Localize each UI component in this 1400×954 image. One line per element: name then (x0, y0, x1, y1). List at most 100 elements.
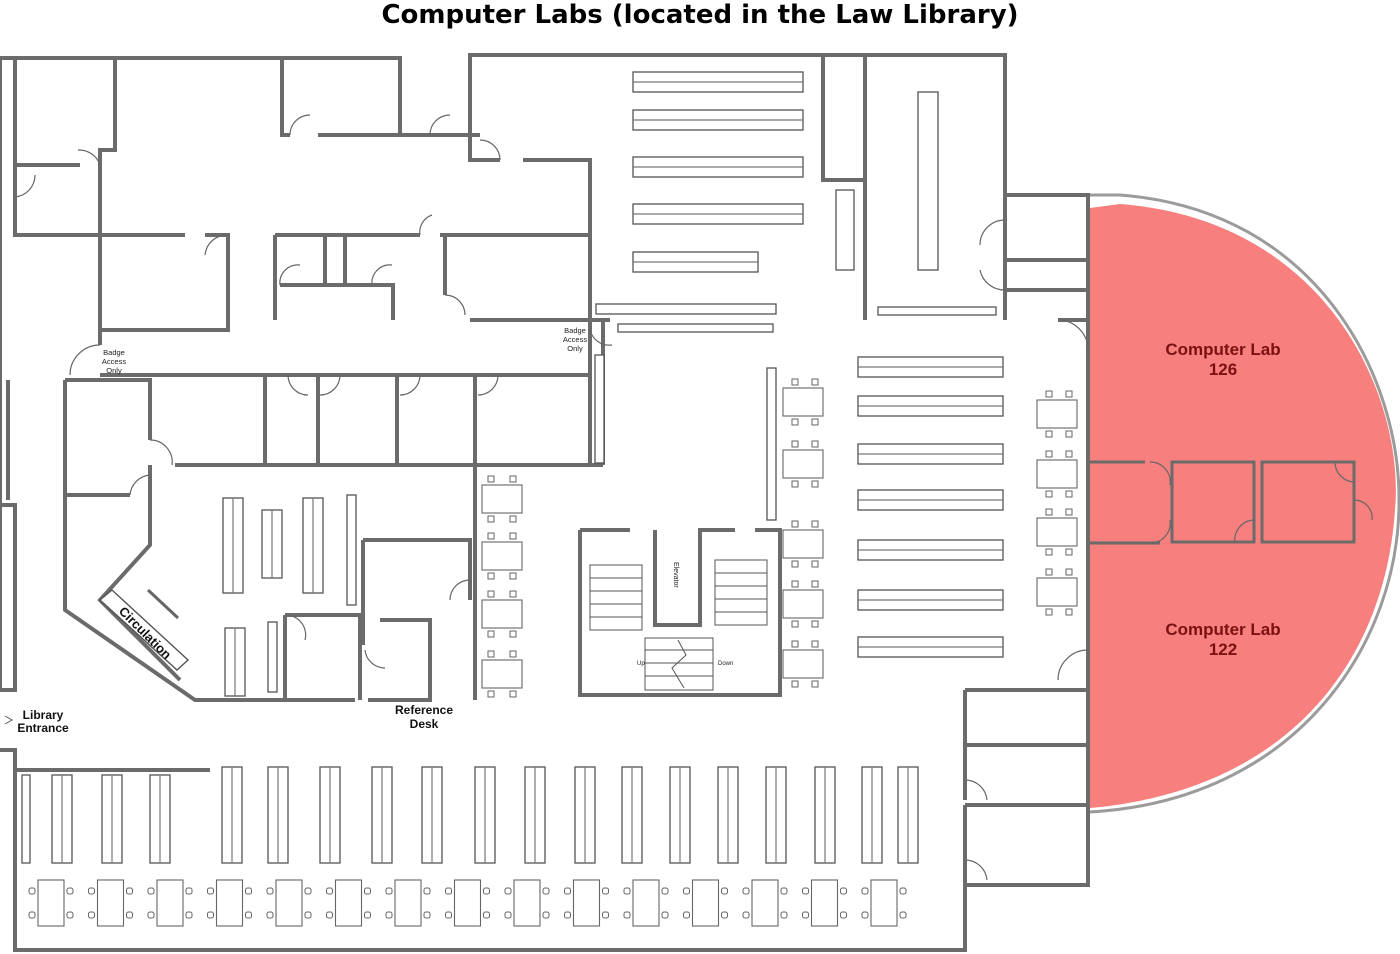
chair (483, 911, 490, 919)
study-table (156, 879, 184, 927)
chair (742, 911, 750, 919)
chair (245, 911, 252, 919)
chair (602, 911, 609, 919)
chair (364, 911, 371, 919)
badge-access-left-1: Badge (103, 348, 125, 357)
study-table (751, 879, 779, 927)
chair (66, 911, 74, 919)
chair (504, 911, 512, 919)
chair (207, 911, 214, 919)
chair (542, 887, 550, 895)
library-entrance-label: Library (23, 708, 64, 722)
stair-up-label: Up (637, 661, 645, 667)
east-walls (821, 55, 1090, 885)
chair (266, 887, 274, 895)
chair (423, 887, 431, 895)
study-table (37, 879, 65, 927)
office-walls (13, 55, 610, 467)
reference-desk-label-2: Desk (410, 717, 439, 731)
chair (802, 887, 809, 895)
study-table (691, 879, 720, 927)
study-table (334, 879, 363, 927)
chair (185, 887, 193, 895)
chair (28, 887, 36, 895)
chair (861, 911, 869, 919)
doors (14, 114, 1373, 881)
badge-access-left-2: Access (102, 357, 126, 366)
lab-122-label: Computer Lab (1165, 620, 1280, 639)
chair (207, 887, 214, 895)
study-table (513, 879, 541, 927)
study-table (215, 879, 244, 927)
chair (899, 887, 907, 895)
study-tables (28, 378, 1078, 927)
chair (88, 911, 95, 919)
chair (126, 911, 133, 919)
chair (542, 911, 550, 919)
chair (147, 911, 155, 919)
chair (28, 911, 36, 919)
chair (364, 887, 371, 895)
chair (304, 911, 312, 919)
chair (683, 911, 690, 919)
chair (266, 911, 274, 919)
study-table (96, 879, 125, 927)
chair (147, 887, 155, 895)
chair (721, 887, 728, 895)
chair (385, 911, 393, 919)
floor-plan: Circulation Computer Lab 126 Computer La… (0, 53, 1400, 952)
chair (326, 911, 333, 919)
lab-122-number: 122 (1209, 640, 1237, 659)
chair (564, 911, 571, 919)
chair (683, 887, 690, 895)
chair (564, 887, 571, 895)
chair (445, 887, 452, 895)
study-table (275, 879, 303, 927)
chair (445, 911, 452, 919)
chair (861, 887, 869, 895)
chair (623, 911, 631, 919)
chair (423, 911, 431, 919)
lab-126-label: Computer Lab (1165, 340, 1280, 359)
stair-down-label: Down (718, 661, 733, 667)
chair (661, 887, 669, 895)
chair (780, 887, 788, 895)
shelving (21, 71, 1004, 864)
study-table (394, 879, 422, 927)
chair (602, 887, 609, 895)
badge-access-center-1: Badge (564, 326, 586, 335)
chair (88, 887, 95, 895)
circulation-desk: Circulation (98, 589, 190, 671)
page-title: Computer Labs (located in the Law Librar… (381, 0, 1019, 30)
badge-access-center-2: Access (563, 335, 587, 344)
chair (483, 887, 490, 895)
chair (245, 887, 252, 895)
reference-desk-label: Reference (395, 703, 453, 717)
study-table (810, 879, 839, 927)
chair (661, 911, 669, 919)
computer-labs-highlight (1086, 193, 1400, 814)
elevator-label: Elevator (672, 562, 679, 588)
study-table (572, 879, 601, 927)
chair (780, 911, 788, 919)
lab-126-number: 126 (1209, 360, 1237, 379)
badge-access-left-3: Only (106, 366, 122, 375)
chair (623, 887, 631, 895)
stair-core (578, 528, 782, 697)
chair (504, 887, 512, 895)
study-table (632, 879, 660, 927)
chair (721, 911, 728, 919)
study-table (453, 879, 482, 927)
chair (185, 911, 193, 919)
study-table (870, 879, 898, 927)
chair (326, 887, 333, 895)
entrance-arrow-icon (4, 715, 14, 725)
badge-access-center-3: Only (567, 344, 583, 353)
lab-rooms (1090, 460, 1356, 545)
chair (802, 911, 809, 919)
chair (840, 887, 847, 895)
chair (66, 887, 74, 895)
chair (742, 887, 750, 895)
chair (385, 887, 393, 895)
library-entrance-label-2: Entrance (17, 721, 69, 735)
